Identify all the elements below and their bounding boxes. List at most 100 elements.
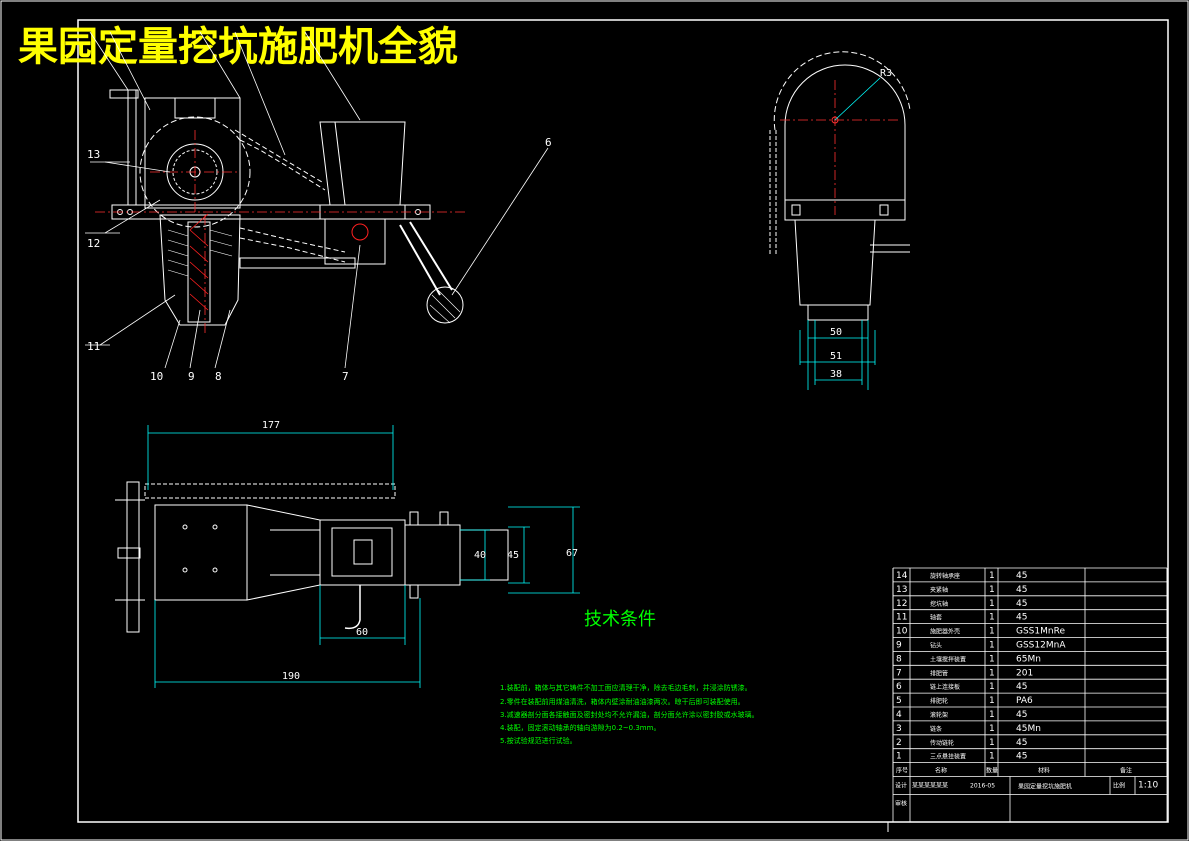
designer-name: 某某某某某某: [912, 783, 948, 790]
bom-row-material: GSS12MnA: [1016, 641, 1066, 651]
bom-row-no: 14: [896, 571, 908, 581]
bom-row-no: 5: [896, 696, 902, 706]
bom-row-qty: 1: [989, 724, 995, 734]
bom-row-name: 滚轮架: [930, 711, 948, 719]
tech-item-2: 2.零件在装配前用煤油清洗，箱体内壁涂耐油油漆两次。晾干后即可装配使用。: [500, 697, 745, 706]
bom-row-material: GSS1MnRe: [1016, 627, 1065, 637]
side-dim-50: 50: [830, 327, 842, 338]
horizontal-beam: [111, 204, 431, 220]
bom-row-qty: 1: [989, 752, 995, 762]
drawing-date: 2016-05: [970, 783, 995, 790]
auger-housing: [159, 214, 241, 326]
bom-row-material: 45: [1016, 682, 1027, 692]
check-label: 审核: [895, 800, 907, 808]
lower-chain: [239, 227, 346, 253]
bom-header-name: 名称: [935, 767, 947, 775]
bom-row-qty: 1: [989, 627, 995, 637]
plan-dim-60: 60: [356, 627, 368, 638]
bom-row-material: 45: [1016, 571, 1027, 581]
bom-row-no: 4: [896, 710, 902, 720]
bom-row-material: 45: [1016, 613, 1027, 623]
scale-value: 1:10: [1138, 781, 1158, 791]
bom-row-material: 45Mn: [1016, 724, 1041, 734]
bom-header-note: 备注: [1120, 767, 1132, 775]
bom-row-qty: 1: [989, 668, 995, 678]
plan-dimension-lines: [147, 425, 580, 688]
fertilizer-hopper: [319, 121, 406, 206]
callout-6: 6: [545, 136, 552, 149]
tech-item-5: 5.按试验规范进行试验。: [500, 736, 577, 745]
bom-row-no: 6: [896, 682, 902, 692]
side-housing: [794, 219, 876, 306]
bom-row-qty: 1: [989, 654, 995, 664]
radius-leader: [834, 77, 881, 121]
callout-10: 10: [150, 370, 163, 383]
upper-chain: [239, 139, 326, 191]
plan-dim-40: 40: [474, 550, 486, 561]
bom-row-material: 65Mn: [1016, 654, 1041, 664]
bom-row-material: 201: [1016, 668, 1033, 678]
bom-row-no: 10: [896, 627, 908, 637]
bom-row-qty: 1: [989, 738, 995, 748]
side-dim-38: 38: [830, 369, 842, 380]
plan-view: [115, 481, 509, 633]
bom-row-material: 45: [1016, 585, 1027, 595]
front-view: [109, 89, 464, 326]
plan-dim-45: 45: [507, 550, 519, 561]
ground-wheel: [426, 286, 464, 324]
tech-item-4: 4.装配，固定滚动轴承的轴向游隙为0.2~0.3mm。: [500, 723, 660, 732]
plan-dim-67: 67: [566, 548, 578, 559]
bom-row-qty: 1: [989, 613, 995, 623]
bom-row-no: 2: [896, 738, 902, 748]
bom-row-material: 45: [1016, 710, 1027, 720]
side-hood: [784, 64, 906, 210]
callout-8: 8: [215, 370, 222, 383]
bom-row-no: 1: [896, 752, 902, 762]
plan-dim-177: 177: [262, 420, 280, 431]
bom-row-qty: 1: [989, 641, 995, 651]
bom-row-material: 45: [1016, 752, 1027, 762]
radius-label: R3: [880, 68, 892, 79]
wheel-arm: [399, 224, 441, 296]
callout-7: 7: [342, 370, 349, 383]
bom-row-name: 排肥管: [930, 669, 948, 677]
side-center-lines: [780, 80, 900, 215]
radius-point: [831, 116, 839, 124]
bom-row-qty: 1: [989, 599, 995, 609]
bom-header-no: 序号: [896, 767, 908, 775]
bom-row-name: 夹紧轴: [930, 586, 948, 594]
front-center-lines: [95, 130, 465, 335]
designer-label: 设计: [895, 782, 907, 790]
bom-row-qty: 1: [989, 710, 995, 720]
bom-row-qty: 1: [989, 585, 995, 595]
bom-row-name: 钻头: [930, 642, 942, 650]
bom-row-no: 12: [896, 599, 907, 609]
bom-row-no: 13: [896, 585, 907, 595]
drawing-name: 果园定量挖坑施肥机: [1018, 783, 1072, 791]
bom-row-material: 45: [1016, 738, 1027, 748]
bom-header-qty: 数量: [986, 767, 998, 775]
callout-9: 9: [188, 370, 195, 383]
side-dim-51: 51: [830, 351, 842, 362]
tech-heading: 技术条件: [584, 609, 656, 630]
bom-row-name: 链条: [930, 725, 942, 733]
bom-row-name: 挖坑轴: [930, 600, 948, 608]
drill-bit: [187, 221, 211, 323]
bom-row-no: 3: [896, 724, 902, 734]
side-dimension-lines: [799, 320, 876, 390]
callout-12: 12: [87, 237, 100, 250]
bom-row-no: 8: [896, 654, 902, 664]
bom-row-qty: 1: [989, 682, 995, 692]
bom-row-name: 旋转轴承座: [930, 572, 960, 580]
bom-row-no: 7: [896, 668, 902, 678]
bom-row-name: 土壤搅拌装置: [930, 655, 966, 663]
drawing-title: 果园定量挖坑施肥机全貌: [18, 23, 458, 70]
inner-frame: [77, 19, 1169, 823]
bom-row-name: 施肥器外壳: [930, 628, 960, 636]
bom-row-no: 11: [896, 613, 907, 623]
side-view: [769, 51, 911, 321]
bom-row-qty: 1: [989, 696, 995, 706]
bom-row-name: 链上连接板: [930, 683, 960, 691]
